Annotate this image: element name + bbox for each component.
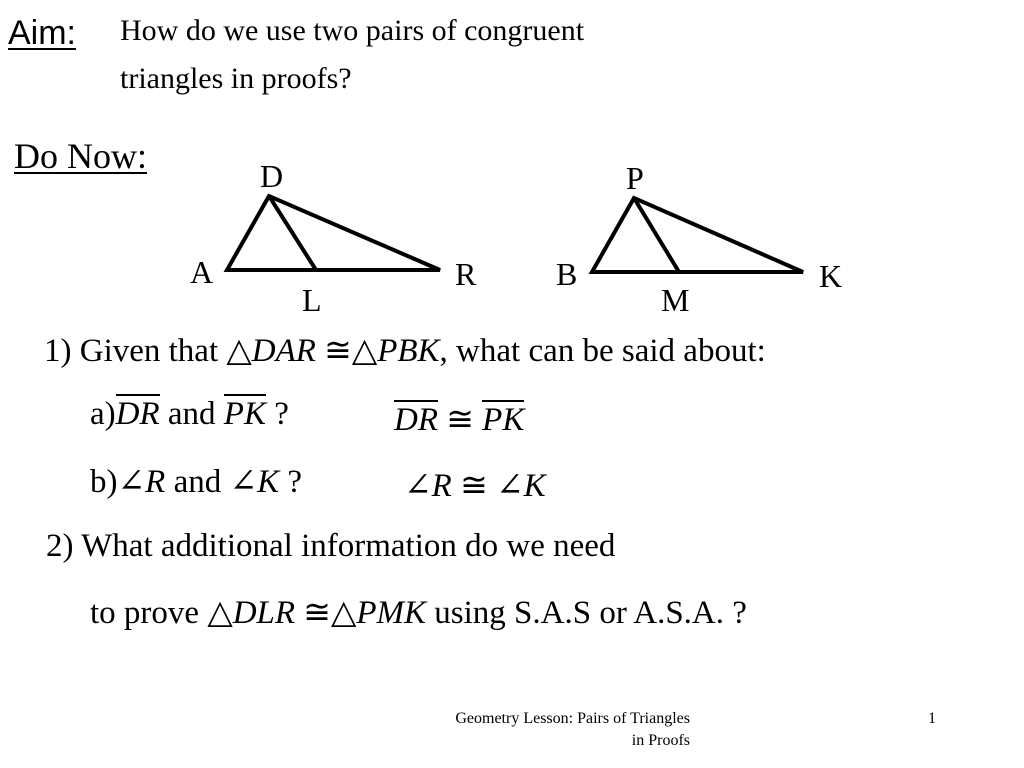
do-now-label: Do Now: xyxy=(14,136,147,176)
triangle-symbol: △ xyxy=(226,333,252,369)
triangle-dar xyxy=(223,193,441,272)
answer-b-angle-k: K xyxy=(523,468,546,504)
question-1: 1) Given that △DAR ≅△PBK, what can be sa… xyxy=(44,330,766,370)
triangle-dlr-name: DLR xyxy=(232,595,296,631)
answer-a: DR ≅ PK xyxy=(394,400,525,438)
answer-b-angle-r: R xyxy=(431,468,452,504)
footer-title: Geometry Lesson: Pairs of Triangles in P… xyxy=(380,708,690,752)
triangle-pbk xyxy=(588,195,804,274)
question-b-and: and xyxy=(173,464,222,500)
angle-symbol: ∠ xyxy=(229,464,258,500)
question-a: a)DR and PK ? xyxy=(90,394,289,432)
question-b-label: b) xyxy=(90,464,118,500)
triangle-pbk-outline xyxy=(588,195,804,274)
segment-pm xyxy=(632,196,681,274)
angle-k: K xyxy=(257,464,280,500)
question-b: b)∠R and ∠K ? xyxy=(90,466,302,499)
angle-symbol: ∠ xyxy=(495,468,524,504)
vertex-label-b: B xyxy=(556,256,578,292)
question-b-mark: ? xyxy=(287,464,303,500)
congruent-symbol: ≅ xyxy=(460,468,488,504)
congruent-symbol: ≅ xyxy=(324,333,352,369)
answer-b: ∠R ≅ ∠K xyxy=(404,470,546,503)
question-2-suffix: using S.A.S or A.S.A. ? xyxy=(434,595,747,631)
vertex-label-d: D xyxy=(260,158,284,194)
triangle-symbol: △ xyxy=(351,333,378,369)
angle-r: R xyxy=(145,464,166,500)
triangle-dar-outline xyxy=(223,193,441,272)
congruent-symbol: ≅ xyxy=(446,402,474,438)
answer-a-segment-dr: DR xyxy=(394,400,438,438)
footer-title-line-2: in Proofs xyxy=(631,732,690,749)
triangle-pmk-name: PMK xyxy=(356,595,427,631)
segment-pk: PK xyxy=(223,394,266,432)
question-2-prefix: to prove xyxy=(90,595,200,631)
vertex-label-a: A xyxy=(190,254,214,290)
angle-symbol: ∠ xyxy=(117,464,146,500)
aim-question-line-2: triangles in proofs? xyxy=(120,62,352,95)
question-a-label: a) xyxy=(90,396,116,432)
vertex-label-k: K xyxy=(819,258,843,294)
question-2-line-1: 2) What additional information do we nee… xyxy=(46,528,616,564)
question-1-suffix: what can be said about: xyxy=(456,333,766,369)
segment-dr: DR xyxy=(115,394,160,432)
footer-title-line-1: Geometry Lesson: Pairs of Triangles xyxy=(455,710,690,727)
vertex-label-m: M xyxy=(661,282,690,318)
triangle-symbol: △ xyxy=(207,595,233,631)
question-2-line-2: to prove △DLR ≅△PMK using S.A.S or A.S.A… xyxy=(90,592,747,632)
triangle-symbol: △ xyxy=(330,595,357,631)
question-1-comma: , xyxy=(439,333,448,369)
page-number: 1 xyxy=(928,710,936,727)
triangle-pbk-name: PBK xyxy=(377,333,440,369)
vertex-label-l: L xyxy=(302,282,322,318)
aim-label: Aim: xyxy=(8,14,76,52)
question-a-and: and xyxy=(167,396,216,432)
congruent-symbol: ≅ xyxy=(303,595,331,631)
vertex-label-p: P xyxy=(626,160,644,196)
answer-a-segment-pk: PK xyxy=(482,400,525,438)
angle-symbol: ∠ xyxy=(404,468,432,504)
aim-question-line-1: How do we use two pairs of congruent xyxy=(120,14,585,47)
triangle-dar-name: DAR xyxy=(251,333,316,369)
question-1-prefix: 1) Given that xyxy=(44,333,219,369)
vertex-label-r: R xyxy=(455,256,477,292)
segment-dl xyxy=(267,194,318,272)
question-a-mark: ? xyxy=(274,396,289,432)
